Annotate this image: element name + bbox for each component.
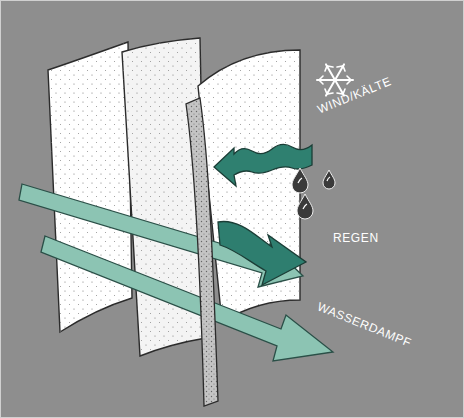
snowflake-tip xyxy=(319,66,351,94)
snowflake-arm xyxy=(326,64,344,95)
fabric-texture xyxy=(48,42,132,332)
fabric-layer xyxy=(48,42,132,332)
snowflake-arm xyxy=(326,64,344,95)
rain-arrow xyxy=(218,221,306,285)
vapour-arrow xyxy=(19,184,303,287)
rain-drop xyxy=(323,170,335,189)
lining-layer xyxy=(186,98,218,406)
drop-highlight xyxy=(298,177,330,209)
label-text: REGEN xyxy=(333,232,379,244)
rain-drops xyxy=(292,168,335,219)
